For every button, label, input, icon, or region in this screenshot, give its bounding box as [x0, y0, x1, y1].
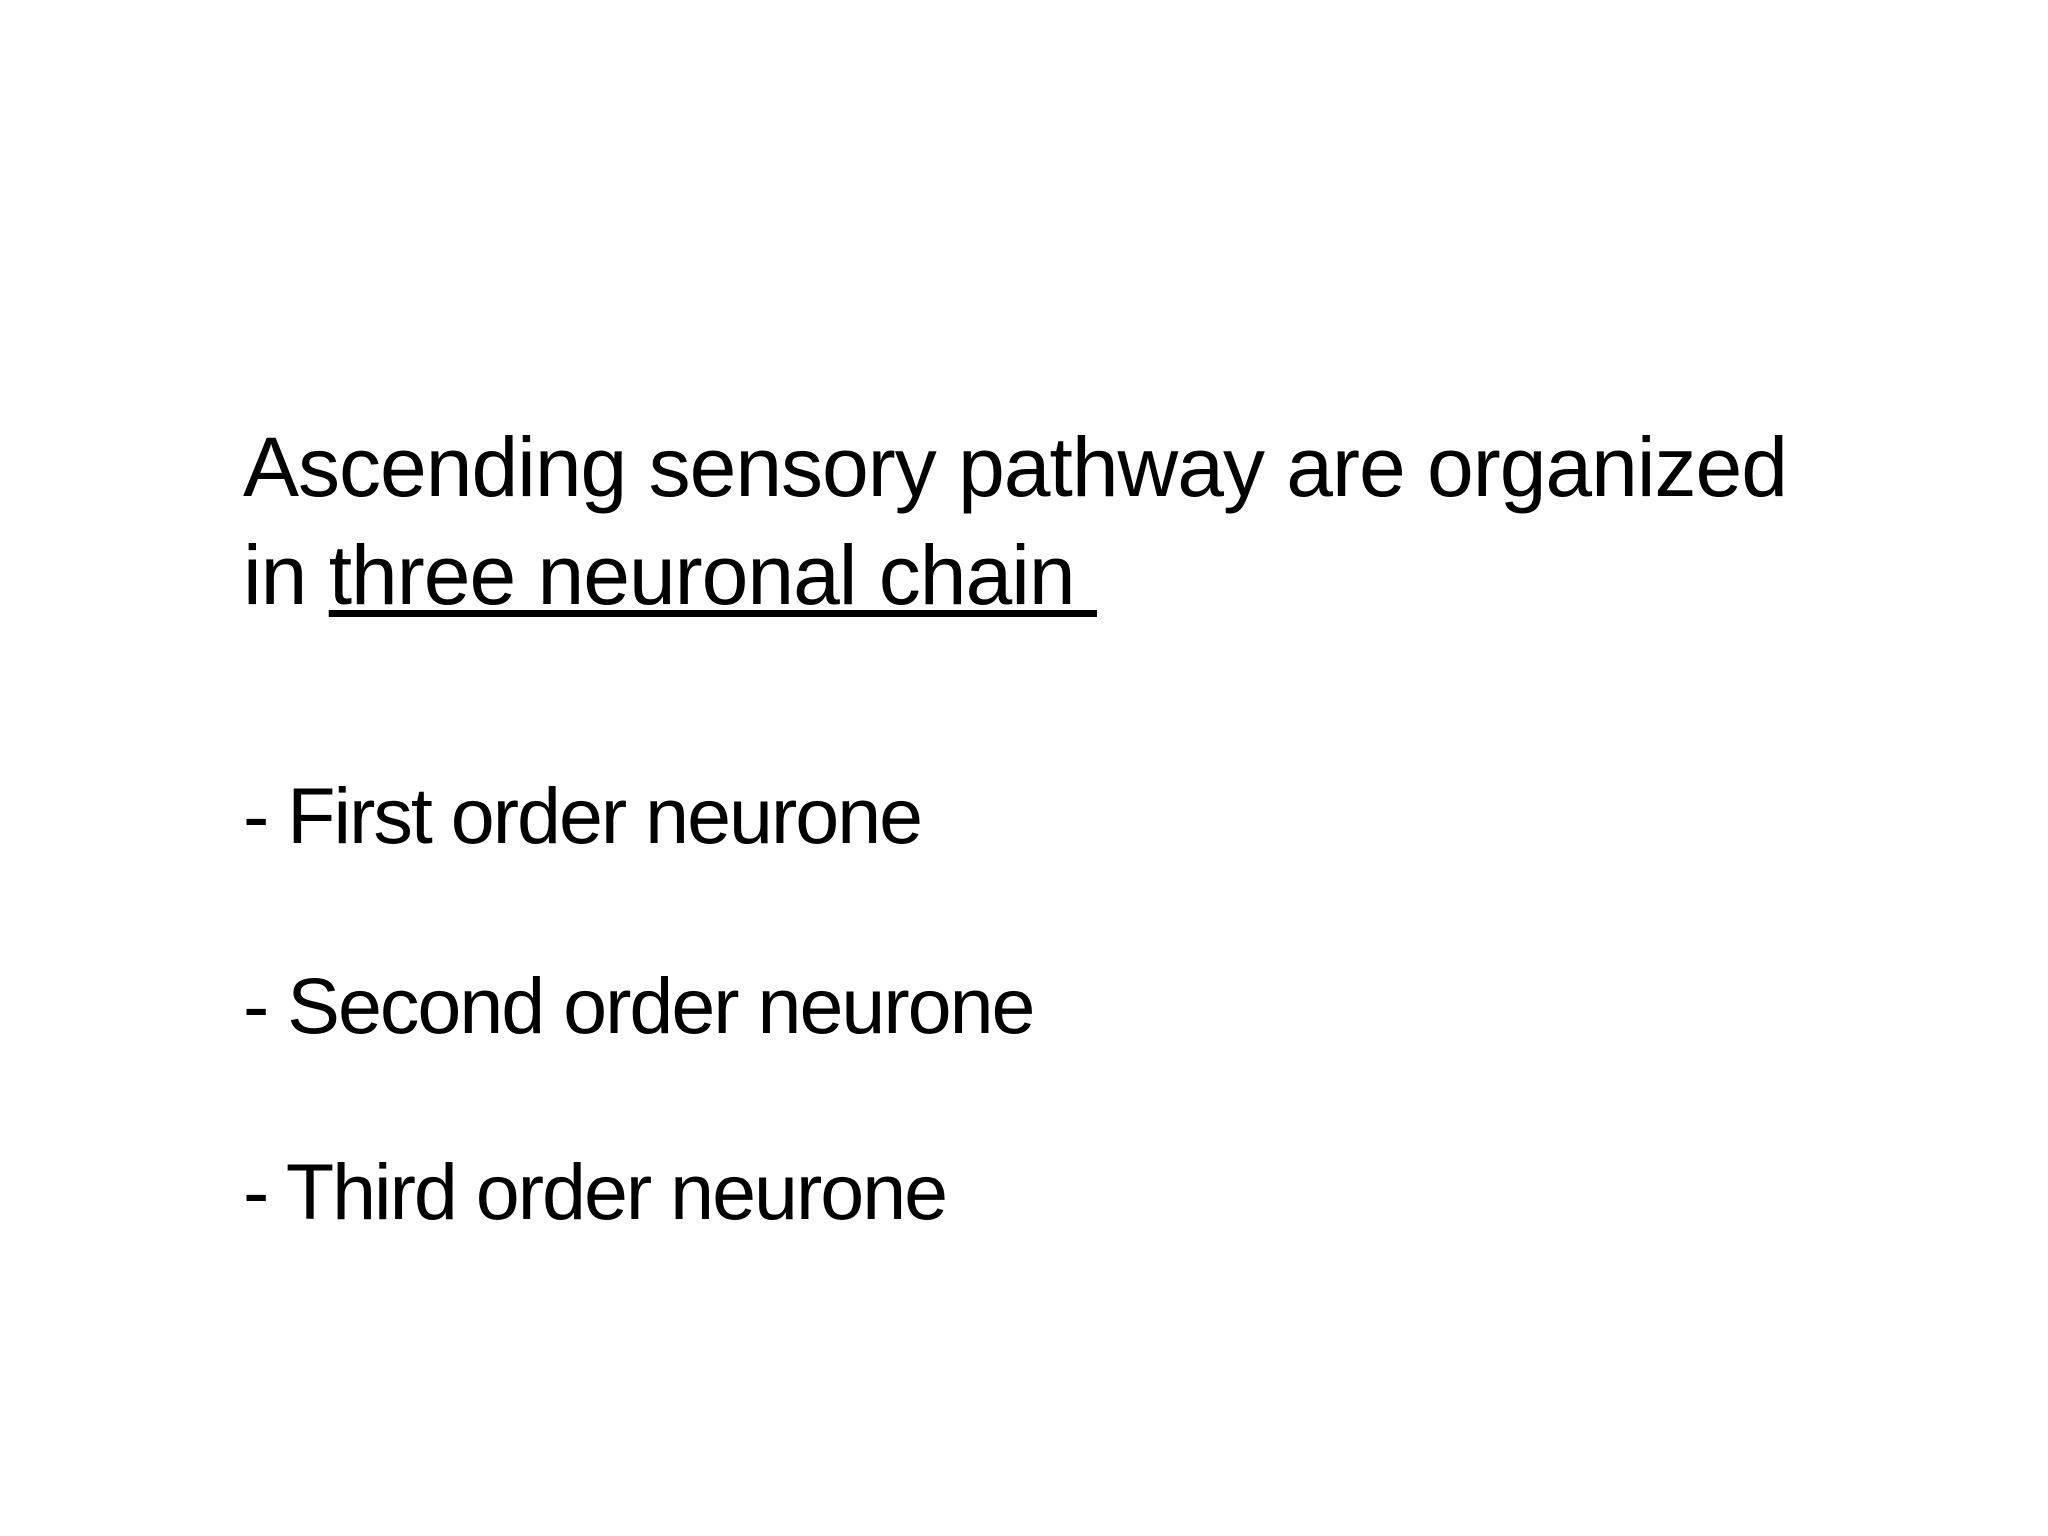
slide-title: Ascending sensory pathway are organized … — [243, 413, 1788, 629]
bullet-first-order-neurone: - First order neurone — [243, 771, 923, 860]
bullet-third-order-neurone: - Third order neurone — [243, 1147, 948, 1236]
title-line-1: Ascending sensory pathway are organized — [243, 420, 1788, 514]
title-line-2-prefix: in — [243, 528, 329, 622]
title-underlined-phrase: three neuronal chain — [328, 528, 1097, 622]
bullet-second-order-neurone: - Second order neurone — [243, 961, 1035, 1050]
title-line-2: in three neuronal chain — [243, 521, 1787, 629]
